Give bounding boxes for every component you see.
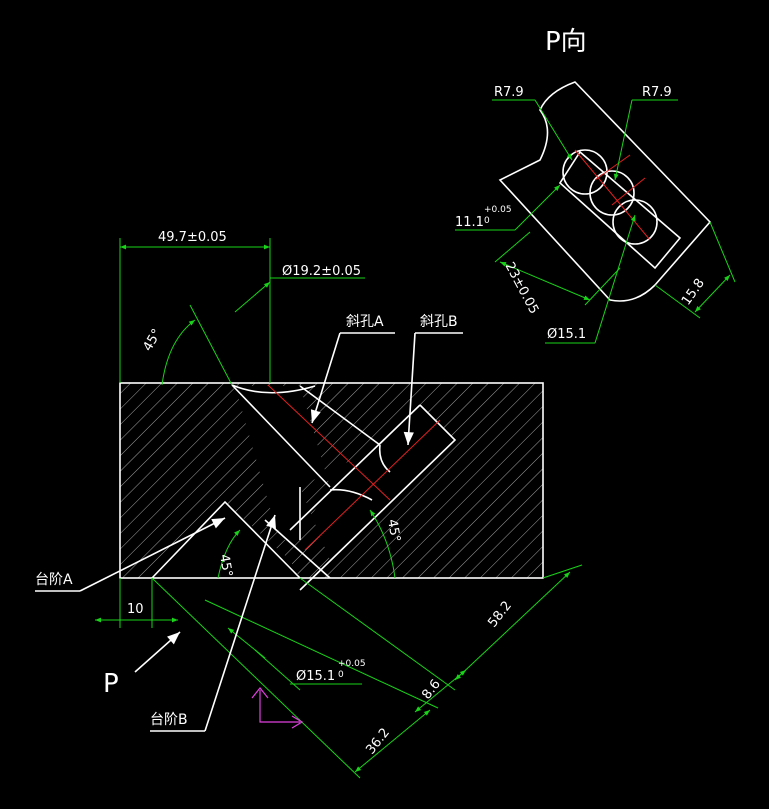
dim-45-left: 45° — [216, 553, 235, 578]
p-dim-11-1-tol: +0.05 — [484, 205, 512, 215]
p-view-slot — [558, 150, 682, 270]
label-hole-a: 斜孔A — [346, 314, 384, 330]
p-dim-r79-left: R7.9 — [494, 85, 524, 100]
step-b-edge — [264, 519, 331, 579]
label-step-a: 台阶A — [35, 572, 73, 588]
p-direction-view: P向 R7.9 R7.9 11.1 +0.05 0 23±0.05 — [455, 27, 736, 344]
dim-45-right: 45° — [384, 518, 403, 543]
dim-dia-19-2: Ø19.2±0.05 — [282, 264, 361, 279]
dim-58-2: 58.2 — [485, 598, 515, 630]
p-dim-r79-right: R7.9 — [642, 85, 672, 100]
p-dim-23: 23±0.05 — [501, 260, 541, 317]
dim-dia-15-1: Ø15.1 — [296, 669, 335, 684]
labels: 斜孔A 斜孔B 台阶A 台阶B P — [35, 314, 463, 732]
label-hole-b: 斜孔B — [420, 314, 458, 330]
block-outline — [119, 382, 544, 579]
step-a-edge — [151, 500, 301, 579]
dim-8-6: 8.6 — [419, 677, 444, 703]
view-arrow-p — [134, 631, 181, 673]
dim-10: 10 — [127, 602, 144, 617]
dim-dia-15-1-tol: +0.05 — [338, 659, 366, 669]
dim-45-top: 45° — [140, 327, 165, 354]
p-view-circle-2 — [589, 170, 635, 216]
p-dim-dia-15-1: Ø15.1 — [547, 327, 586, 342]
view-arrow-label: P — [103, 669, 119, 699]
p-view-title: P向 — [545, 27, 587, 57]
main-section-view — [119, 382, 544, 591]
label-step-b: 台阶B — [150, 712, 188, 728]
ucs-icon — [259, 690, 300, 723]
hole-b-intersect-arc — [378, 444, 391, 473]
hole-a-top-arc — [231, 384, 316, 394]
p-dim-11-1: 11.1 — [455, 215, 484, 230]
hole-b-edge — [299, 404, 457, 591]
p-view-circle-3 — [612, 199, 658, 245]
block-hatched-body — [120, 383, 543, 578]
p-view-outline — [498, 81, 712, 302]
hole-a-centerline — [267, 384, 391, 501]
dim-36-2: 36.2 — [363, 725, 393, 757]
dim-dia-15-1-tol2: 0 — [338, 670, 344, 680]
dim-49-7: 49.7±0.05 — [158, 230, 227, 245]
hole-b-centerline — [304, 419, 441, 551]
hole-a-intersect-arc — [329, 488, 373, 501]
hole-a-edge-2 — [299, 385, 381, 446]
hole-a-edge — [231, 384, 331, 488]
p-dim-11-1-tol2: 0 — [484, 216, 490, 226]
